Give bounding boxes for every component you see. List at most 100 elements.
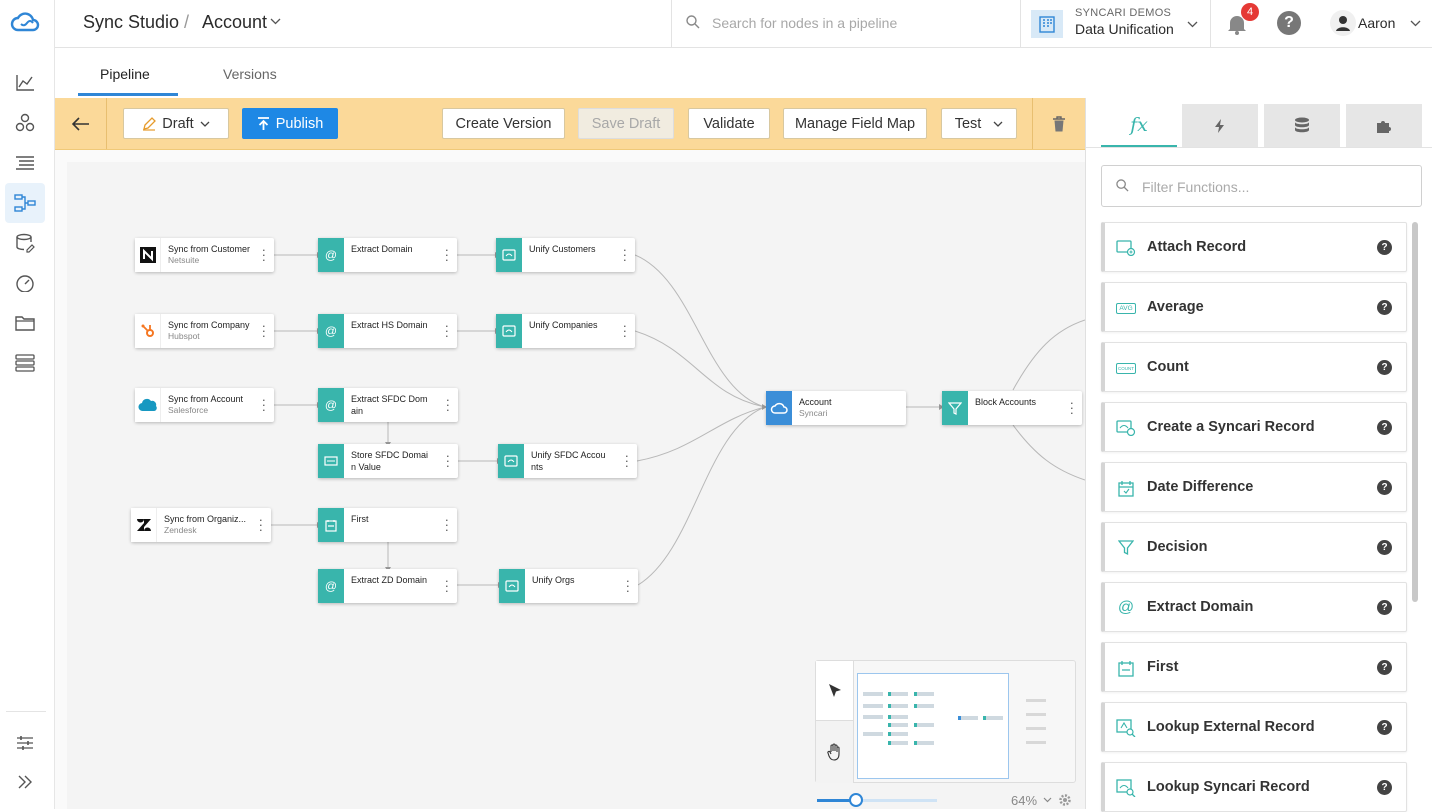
data-edit-icon[interactable] <box>5 223 45 263</box>
node-menu-icon[interactable]: ··· <box>444 512 449 537</box>
app-title[interactable]: Sync Studio <box>83 12 180 32</box>
node-unify-customers[interactable]: Unify Customers ··· <box>496 238 635 272</box>
folder-icon[interactable] <box>5 303 45 343</box>
node-menu-icon[interactable]: ··· <box>444 573 449 598</box>
function-extract-domain[interactable]: @ Extract Domain ? <box>1101 582 1407 632</box>
expand-chevrons-icon[interactable] <box>5 762 45 802</box>
bell-icon[interactable] <box>1226 13 1248 35</box>
node-block-accounts[interactable]: Block Accounts ··· <box>942 391 1082 425</box>
draft-dropdown[interactable]: Draft <box>123 108 229 139</box>
function-average[interactable]: AVG Average ? <box>1101 282 1407 332</box>
help-icon[interactable]: ? <box>1377 780 1392 795</box>
publish-button[interactable]: Publish <box>242 108 338 139</box>
filter-functions-input[interactable]: Filter Functions... <box>1142 179 1250 195</box>
chevron-down-icon[interactable] <box>1043 797 1052 803</box>
tab-plugins[interactable] <box>1346 104 1422 147</box>
node-unify-orgs[interactable]: Unify Orgs ··· <box>499 569 638 603</box>
node-menu-icon[interactable]: ··· <box>624 448 629 473</box>
hand-tool-icon[interactable] <box>816 721 854 783</box>
tab-versions[interactable]: Versions <box>223 66 277 82</box>
test-dropdown[interactable]: Test <box>941 108 1017 139</box>
syncari-logo-icon[interactable] <box>5 2 45 42</box>
help-icon[interactable]: ? <box>1277 11 1301 35</box>
node-sync-hubspot[interactable]: Sync from Company Hubspot ··· <box>135 314 274 348</box>
node-account-syncari[interactable]: Account Syncari <box>766 391 906 425</box>
back-arrow-icon[interactable] <box>55 98 107 149</box>
node-menu-icon[interactable]: ··· <box>261 242 266 267</box>
avatar[interactable] <box>1330 10 1356 36</box>
entities-icon[interactable] <box>5 103 45 143</box>
org-switcher[interactable]: SYNCARI DEMOS Data Unification <box>1021 0 1211 48</box>
save-draft-button[interactable]: Save Draft <box>578 108 674 139</box>
help-icon[interactable]: ? <box>1377 720 1392 735</box>
node-extract-hs-domain[interactable]: @ Extract HS Domain ··· <box>318 314 457 348</box>
function-attach-record[interactable]: Attach Record ? <box>1101 222 1407 272</box>
user-name[interactable]: Aaron <box>1358 15 1396 31</box>
help-icon[interactable]: ? <box>1377 480 1392 495</box>
node-unify-sfdc-accounts[interactable]: Unify SFDC Accou nts ··· <box>498 444 637 478</box>
minimap-viewport[interactable] <box>857 673 1009 779</box>
node-extract-zd-domain[interactable]: @ Extract ZD Domain ··· <box>318 569 457 603</box>
function-decision[interactable]: Decision ? <box>1101 522 1407 572</box>
panel-scrollbar[interactable] <box>1412 222 1418 602</box>
tab-functions[interactable]: fx <box>1101 104 1177 147</box>
tab-data[interactable] <box>1264 104 1340 147</box>
function-date-difference[interactable]: Date Difference ? <box>1101 462 1407 512</box>
zoom-slider-track[interactable] <box>817 799 937 802</box>
function-lookup-external-record[interactable]: Lookup External Record ? <box>1101 702 1407 752</box>
node-menu-icon[interactable]: ··· <box>261 392 266 417</box>
create-version-button[interactable]: Create Version <box>442 108 565 139</box>
filter-functions[interactable]: Filter Functions... <box>1101 165 1422 207</box>
help-icon[interactable]: ? <box>1377 540 1392 555</box>
node-store-sfdc-domain[interactable]: Store SFDC Domai n Value ··· <box>318 444 458 478</box>
chevron-down-icon[interactable] <box>1410 20 1421 27</box>
help-icon[interactable]: ? <box>1377 300 1392 315</box>
node-menu-icon[interactable]: ··· <box>622 318 627 343</box>
analytics-icon[interactable] <box>5 63 45 103</box>
pipeline-canvas[interactable]: Sync from Customer Netsuite ··· Sync fro… <box>55 150 1085 809</box>
function-first[interactable]: First ? <box>1101 642 1407 692</box>
gear-icon[interactable] <box>1058 793 1072 807</box>
search-input[interactable]: Search for nodes in a pipeline <box>712 15 898 31</box>
pipeline-icon[interactable] <box>5 183 45 223</box>
node-sync-netsuite[interactable]: Sync from Customer Netsuite ··· <box>135 238 274 272</box>
node-menu-icon[interactable]: ··· <box>625 573 630 598</box>
node-search[interactable]: Search for nodes in a pipeline <box>671 0 1021 48</box>
node-menu-icon[interactable]: ··· <box>258 512 263 537</box>
validate-button[interactable]: Validate <box>688 108 770 139</box>
node-unify-companies[interactable]: Unify Companies ··· <box>496 314 635 348</box>
settings-sliders-icon[interactable] <box>5 723 45 763</box>
zoom-slider-handle[interactable] <box>849 793 863 807</box>
tab-pipeline[interactable]: Pipeline <box>100 66 150 82</box>
trash-icon[interactable] <box>1032 98 1085 149</box>
node-extract-domain[interactable]: @ Extract Domain ··· <box>318 238 457 272</box>
node-menu-icon[interactable]: ··· <box>444 318 449 343</box>
node-sync-salesforce[interactable]: Sync from Account Salesforce ··· <box>135 388 274 422</box>
function-lookup-syncari-record[interactable]: Lookup Syncari Record ? <box>1101 762 1407 812</box>
node-menu-icon[interactable]: ··· <box>622 242 627 267</box>
stack-icon[interactable] <box>5 343 45 383</box>
help-icon[interactable]: ? <box>1377 360 1392 375</box>
list-icon[interactable] <box>5 143 45 183</box>
manage-field-map-button[interactable]: Manage Field Map <box>783 108 927 139</box>
help-icon[interactable]: ? <box>1377 420 1392 435</box>
help-icon[interactable]: ? <box>1377 240 1392 255</box>
function-create-syncari-record[interactable]: Create a Syncari Record ? <box>1101 402 1407 452</box>
page-title[interactable]: Account <box>202 12 268 32</box>
node-menu-icon[interactable]: ··· <box>445 392 450 417</box>
help-icon[interactable]: ? <box>1377 600 1392 615</box>
zoom-level[interactable]: 64% <box>1011 793 1038 808</box>
node-first[interactable]: First ··· <box>318 508 457 542</box>
pointer-tool-icon[interactable] <box>816 661 854 721</box>
canvas-minimap[interactable] <box>815 660 1076 783</box>
help-icon[interactable]: ? <box>1377 660 1392 675</box>
node-menu-icon[interactable]: ··· <box>261 318 266 343</box>
tab-triggers[interactable] <box>1182 104 1258 147</box>
node-sync-zendesk[interactable]: Sync from Organiz... Zendesk ··· <box>131 508 271 542</box>
node-menu-icon[interactable]: ··· <box>1069 395 1074 420</box>
node-menu-icon[interactable]: ··· <box>445 448 450 473</box>
node-extract-sfdc-domain[interactable]: @ Extract SFDC Dom ain ··· <box>318 388 458 422</box>
function-count[interactable]: COUNT Count ? <box>1101 342 1407 392</box>
node-menu-icon[interactable]: ··· <box>444 242 449 267</box>
chevron-down-icon[interactable] <box>270 18 281 25</box>
